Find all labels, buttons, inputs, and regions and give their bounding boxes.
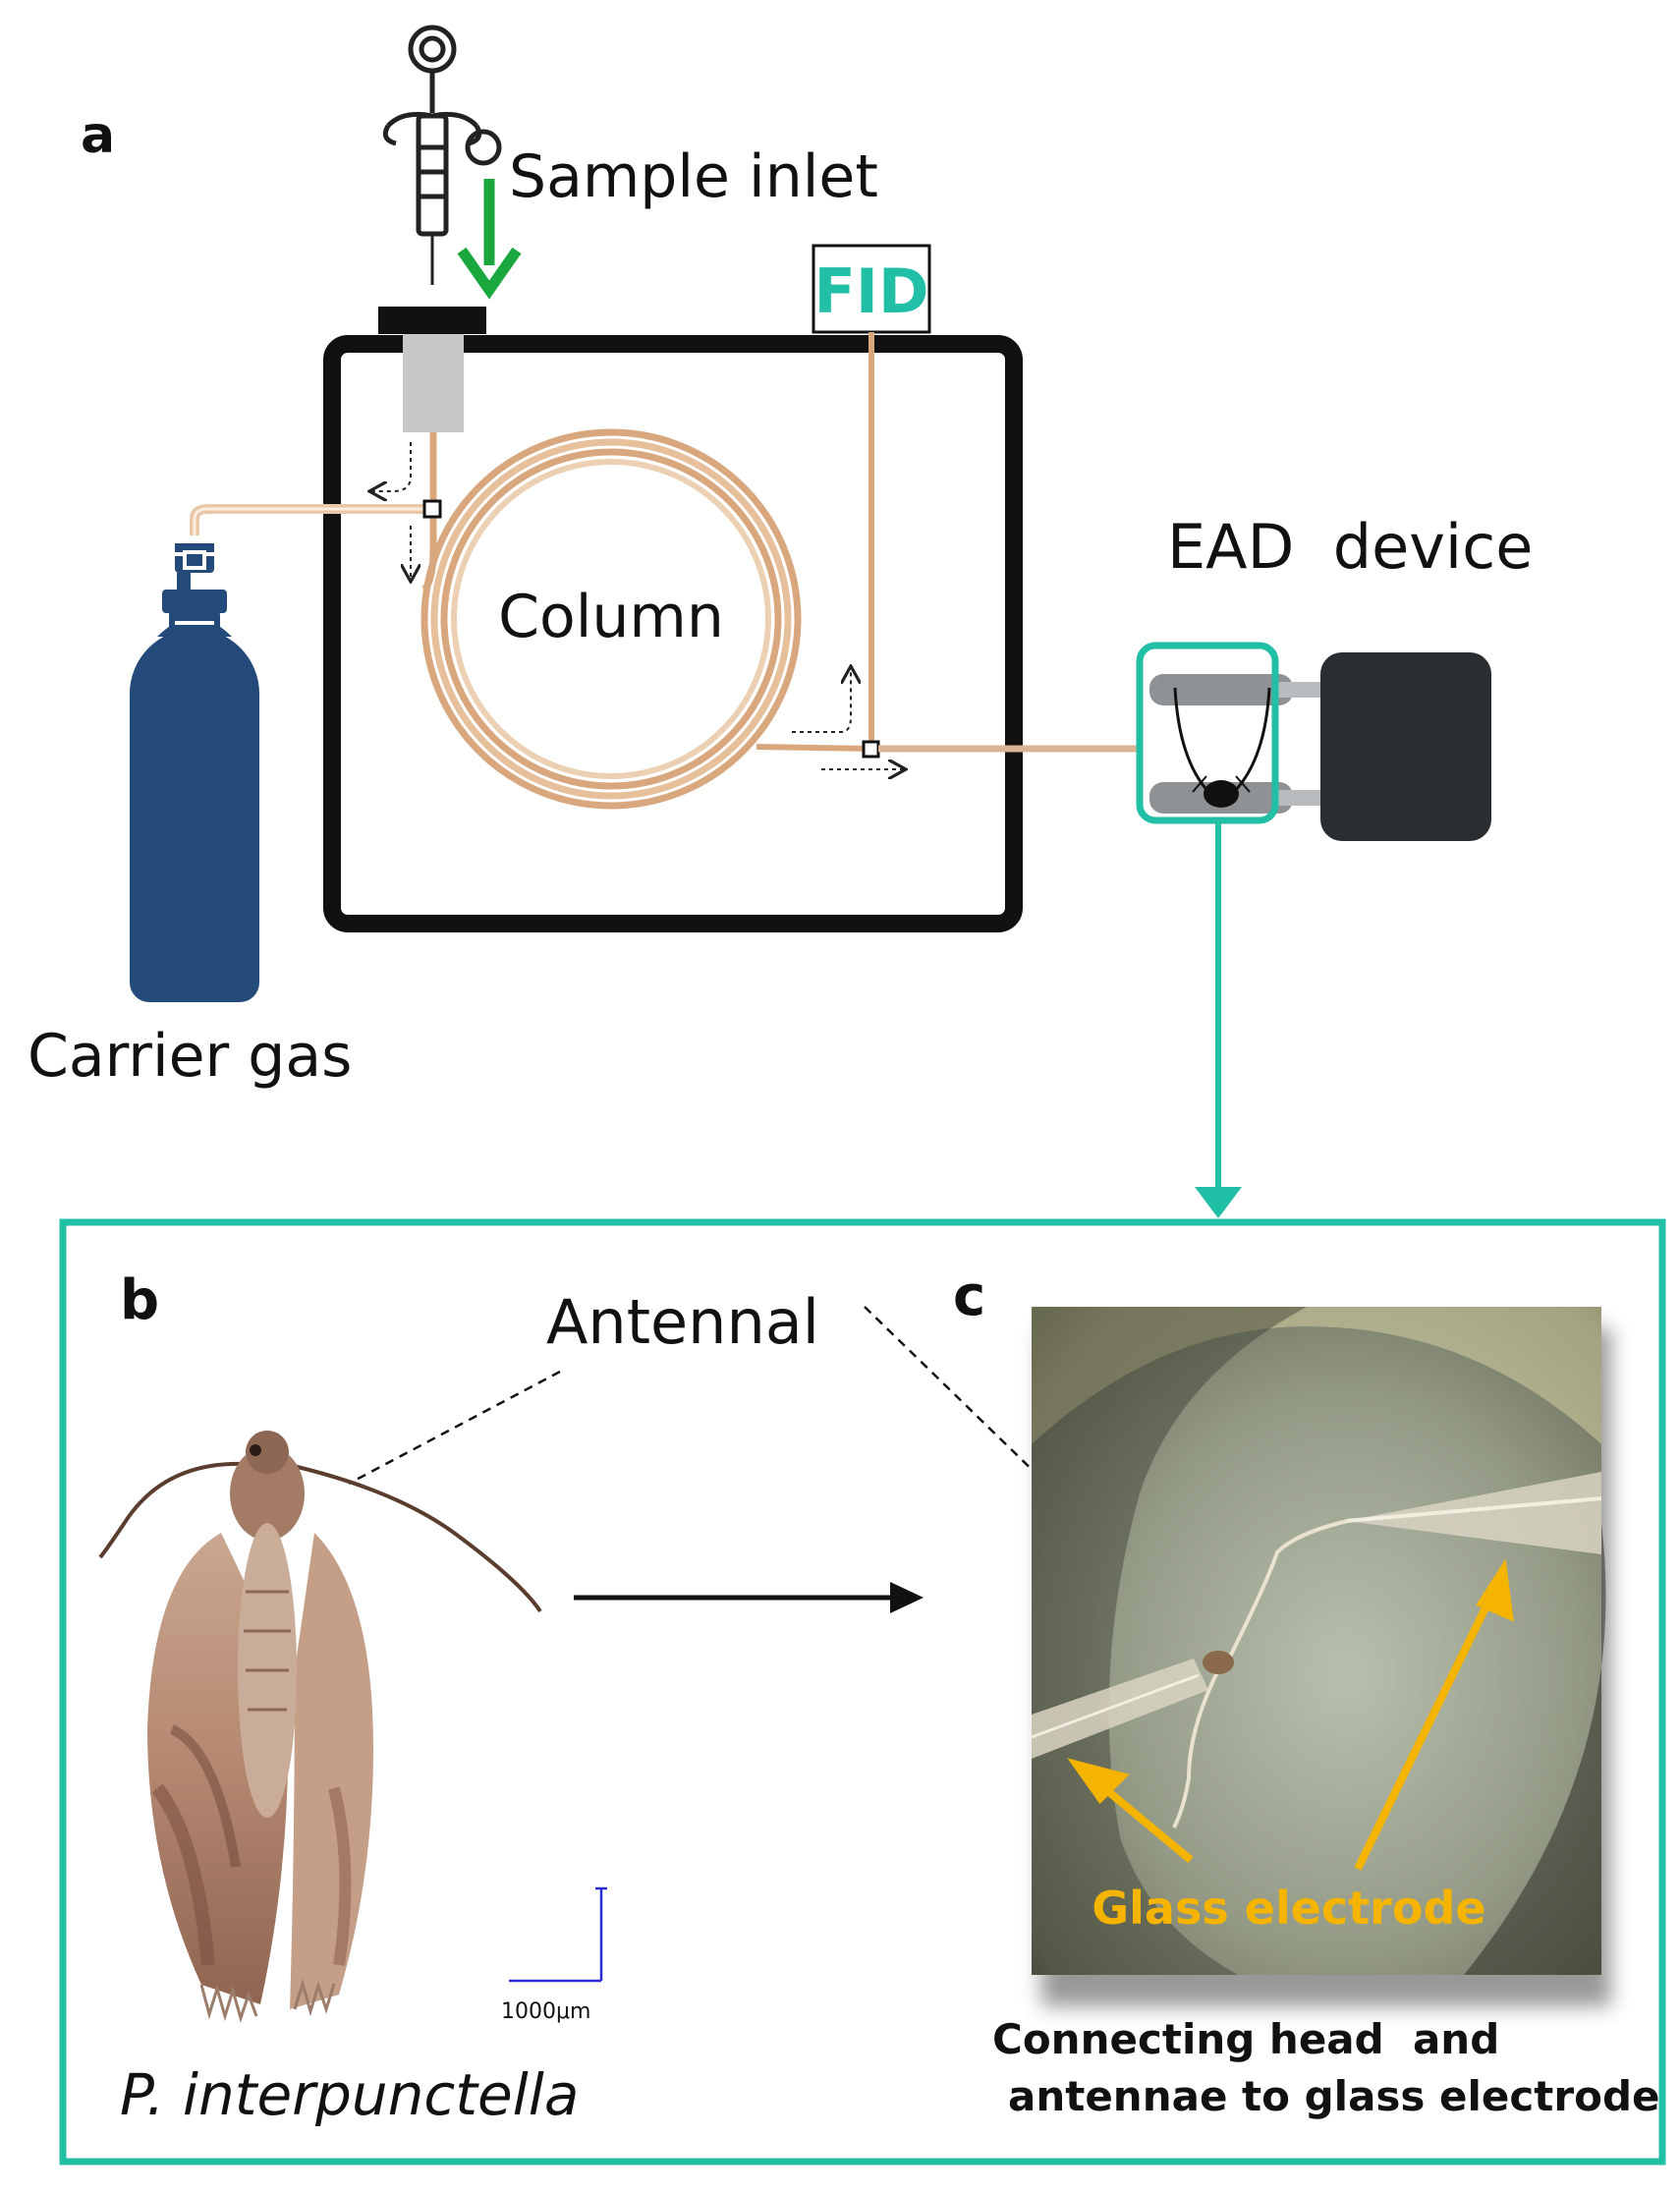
- panel-label-c: c: [953, 1265, 985, 1328]
- panel-c-caption-line1: Connecting head and: [992, 2015, 1499, 2063]
- scale-bar: [509, 1886, 607, 1983]
- gc-oven: [323, 335, 1023, 932]
- carrier-gas-label: Carrier gas: [28, 1022, 352, 1091]
- split-junction: [422, 499, 442, 519]
- ead-device-icon: [1149, 652, 1491, 841]
- column-outlet-tube: [756, 744, 871, 752]
- flow-arrow-split: [371, 442, 411, 580]
- sample-inlet-label: Sample inlet: [509, 142, 878, 211]
- syringe-icon: [382, 25, 502, 285]
- species-name: P. interpunctella: [120, 2061, 579, 2128]
- injector-tube: [421, 432, 437, 592]
- antennal-label: Antennal: [546, 1286, 819, 1358]
- injector-port: [403, 334, 464, 432]
- panel-c-caption-line2: antennae to glass electrode: [1008, 2072, 1660, 2120]
- gas-cylinder-icon: [130, 535, 259, 1002]
- antennal-leader-left: [348, 1370, 561, 1486]
- fid-box: [812, 244, 931, 334]
- glass-electrode-label: Glass electrode: [1092, 1882, 1485, 1935]
- carrier-gas-line: [190, 504, 432, 535]
- fid-label: FID: [814, 255, 929, 327]
- injector-cap: [378, 307, 486, 334]
- sample-inlet-arrow: [457, 179, 522, 300]
- detail-panel-frame: [59, 1218, 1666, 2166]
- column-label: Column: [498, 583, 724, 651]
- scale-bar-label: 1000μm: [501, 1999, 590, 2024]
- flow-arrow-outlet: [792, 668, 904, 769]
- ead-highlight-box: [1136, 642, 1279, 824]
- effluent-splitter: [862, 740, 880, 759]
- microscope-photo: [1031, 1307, 1606, 1975]
- panel-label-b: b: [120, 1268, 159, 1332]
- moth-image: [98, 1431, 542, 2024]
- ead-device-label: EAD device: [1167, 511, 1533, 583]
- gc-column-coil: [420, 428, 802, 810]
- panel-label-a: a: [81, 106, 115, 165]
